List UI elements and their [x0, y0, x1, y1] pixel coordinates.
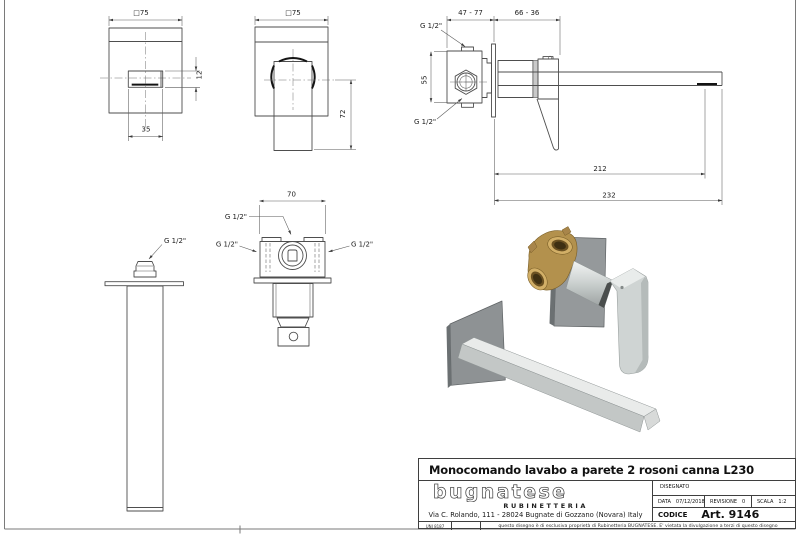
date-cell: DATA 07/12/2018 — [653, 496, 705, 507]
brand-cell: bugnatese RUBINETTERIA Via C. Rolando, 1… — [419, 481, 653, 521]
title-block: Monocomando lavabo a parete 2 rosoni can… — [418, 458, 796, 530]
view-assembly-side: 47 - 77 66 - 36 G 1/2" 55 G 1/2" — [414, 9, 723, 205]
brand-logo: bugnatese RUBINETTERIA — [432, 481, 592, 510]
date-label: DATA — [658, 498, 671, 505]
label-spout-connection: G 1/2" — [164, 237, 186, 245]
scale-cell: SCALA 1:2 — [752, 496, 795, 507]
scale-label: SCALA — [757, 498, 774, 505]
render-spout-end — [643, 408, 661, 431]
view-spout: G 1/2" — [104, 237, 186, 512]
sheet-frame — [4, 0, 796, 534]
dim-spout-reach: 212 — [593, 165, 606, 173]
label-inlet-right: G 1/2" — [351, 241, 373, 249]
scale-value: 1:2 — [778, 498, 787, 505]
revision-label: REVISIONE — [710, 498, 738, 505]
view-control-side: □75 72 — [254, 9, 356, 151]
render-3d — [446, 226, 661, 433]
dim-handle-length: 35 — [142, 126, 151, 134]
standard-ref: UNI 8187 — [419, 522, 452, 530]
dim-lever-drop: 72 — [339, 110, 347, 119]
drawn-by-label: DISEGNATO — [653, 481, 795, 496]
code-cell: CODICE Art. 9146 — [653, 508, 795, 521]
label-outlet-top: G 1/2" — [225, 213, 247, 221]
view-valve-front: 70 G 1/2" G 1/2" G 1/2" — [216, 191, 373, 347]
dim-port-spacing: 55 — [421, 76, 429, 85]
render-brass-valve — [527, 226, 578, 291]
code-value: Art. 9146 — [701, 508, 760, 521]
dim-handle-thickness: 12 — [196, 71, 204, 80]
dim-total-reach: 232 — [602, 192, 615, 200]
dim-plate-width-b: □75 — [285, 9, 301, 17]
brand-subtitle: RUBINETTERIA — [503, 502, 588, 510]
copyright-disclaimer: questo disegno è di esclusiva proprietà … — [498, 523, 778, 529]
brand-logo-text: bugnatese — [433, 482, 565, 502]
date-value: 07/12/2018 — [675, 498, 705, 505]
dim-trim-depth: 66 - 36 — [515, 9, 540, 17]
dim-body-width: 70 — [287, 191, 296, 199]
label-inlet-bottom: G 1/2" — [414, 118, 436, 126]
label-inlet-left: G 1/2" — [216, 241, 238, 249]
spacer-cell — [452, 522, 481, 530]
label-inlet-top: G 1/2" — [420, 22, 442, 30]
revision-value: 0 — [742, 498, 746, 505]
render-handle — [609, 268, 649, 375]
view-control-front: □75 12 35 — [100, 9, 204, 141]
render-spout-side — [457, 343, 645, 433]
revision-cell: REVISIONE 0 — [705, 496, 752, 507]
dim-plate-width-a: □75 — [133, 9, 149, 17]
company-address: Via C. Rolando, 111 - 28024 Bugnate di G… — [428, 511, 643, 519]
drawing-title: Monocomando lavabo a parete 2 rosoni can… — [419, 459, 795, 481]
dim-wall-depth: 47 - 77 — [458, 9, 483, 17]
code-label: CODICE — [658, 510, 688, 519]
